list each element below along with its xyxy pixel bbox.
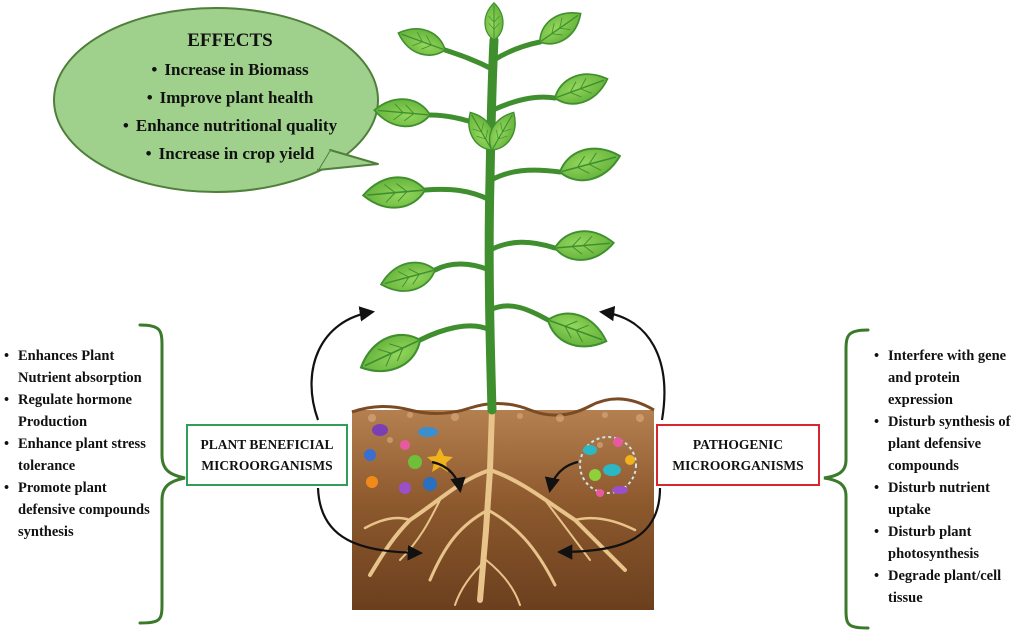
pathogenic-effect-item: Degrade plant/cell tissue	[870, 565, 1020, 609]
beneficial-effect-item: Regulate hormone Production	[0, 389, 150, 433]
beneficial-microorganisms-label: PLANT BENEFICIAL MICROORGANISMS	[186, 424, 348, 486]
beneficial-effects-list: Enhances Plant Nutrient absorption Regul…	[0, 345, 150, 543]
beneficial-label-line: MICROORGANISMS	[201, 458, 333, 473]
pathogenic-effect-item: Disturb plant photosynthesis	[870, 521, 1020, 565]
beneficial-effect-item: Enhances Plant Nutrient absorption	[0, 345, 150, 389]
pathogenic-microbes-cluster	[579, 436, 637, 497]
effects-panel: EFFECTS Increase in Biomass Improve plan…	[100, 30, 360, 168]
pathogenic-effects-list: Interfere with gene and protein expressi…	[870, 345, 1020, 609]
plant-shoot	[353, 2, 625, 415]
effects-item: Enhance nutritional quality	[100, 112, 360, 140]
plant-roots	[363, 407, 637, 606]
left-bracket	[138, 323, 186, 625]
beneficial-microbes-cluster	[364, 424, 453, 494]
right-bracket	[823, 328, 870, 630]
effects-item: Increase in crop yield	[100, 140, 360, 168]
beneficial-label-line: PLANT BENEFICIAL	[200, 437, 334, 452]
beneficial-effect-item: Promote plant defensive compounds synthe…	[0, 477, 150, 543]
effects-list: Increase in Biomass Improve plant health…	[100, 56, 360, 168]
effects-item: Improve plant health	[100, 84, 360, 112]
beneficial-effect-item: Enhance plant stress tolerance	[0, 433, 150, 477]
pathogenic-label-line: PATHOGENIC	[692, 437, 784, 452]
pathogenic-effect-item: Interfere with gene and protein expressi…	[870, 345, 1020, 411]
pathogenic-label-line: MICROORGANISMS	[672, 458, 804, 473]
soil-block	[351, 397, 655, 610]
pathogenic-microorganisms-label: PATHOGENIC MICROORGANISMS	[656, 424, 820, 486]
effects-item: Increase in Biomass	[100, 56, 360, 84]
pathogenic-effect-item: Disturb synthesis of plant defensive com…	[870, 411, 1020, 477]
effects-title: EFFECTS	[187, 30, 273, 51]
interaction-arrows	[310, 305, 666, 561]
pathogenic-effect-item: Disturb nutrient uptake	[870, 477, 1020, 521]
